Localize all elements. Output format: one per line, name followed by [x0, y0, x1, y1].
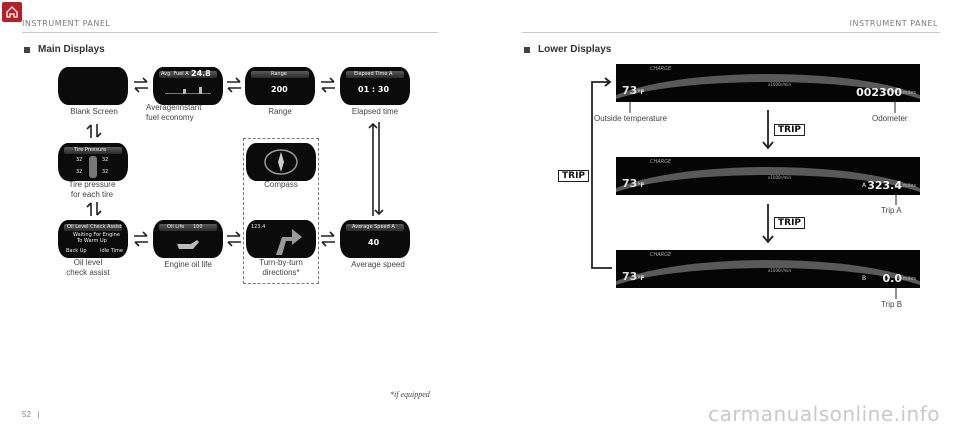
- label-trip-b: Trip B: [881, 300, 903, 309]
- car-outline-icon: [89, 156, 97, 178]
- lower-displays-title: Lower Displays: [524, 44, 611, 55]
- screen-range: Range 200: [245, 67, 315, 105]
- label-turn-by-turn: Turn-by-turn directions*: [259, 258, 303, 277]
- screen-tire-pressure: Tire Pressure 32 32 32 32: [58, 143, 128, 181]
- swap-vertical-arrows-icon: [86, 124, 102, 138]
- header-left: INSTRUMENT PANEL: [22, 19, 111, 28]
- label-range: Range: [268, 107, 292, 116]
- label-oil-level: Oil level check assist: [66, 258, 110, 277]
- turn-arrow-icon: [276, 229, 302, 255]
- screen-compass: [246, 143, 316, 181]
- down-arrow-icon: [762, 110, 774, 150]
- footnote: *if equipped: [390, 390, 430, 399]
- swap-vertical-long-arrows-icon: [368, 122, 384, 216]
- swap-arrows-icon: [134, 231, 148, 247]
- label-avg-fuel: Average/instant fuel economy: [146, 103, 202, 122]
- lower-display-trip-b: CHARGE 73°F x1000r/min B 0.0 miles: [616, 250, 920, 288]
- down-arrow-icon: [762, 204, 774, 244]
- label-compass: Compass: [264, 180, 298, 189]
- trip-button: TRIP: [774, 217, 806, 229]
- label-elapsed: Elapsed time: [351, 107, 399, 116]
- swap-vertical-arrows-icon: [86, 202, 102, 216]
- lower-display-trip-a: CHARGE 73°F x1000r/min A 323.4 miles: [616, 157, 920, 195]
- trip-button: TRIP: [774, 124, 806, 136]
- swap-arrows-icon: [227, 231, 241, 247]
- header-rule-right: [522, 32, 940, 33]
- screen-oil-life: Oil Life 100: [153, 220, 223, 258]
- label-trip-a: Trip A: [881, 206, 902, 215]
- screen-turn-by-turn: 123.4: [246, 220, 316, 258]
- screen-avg-fuel: Avg. Fuel A 24.8: [153, 67, 223, 105]
- label-tire-pressure: Tire pressure for each tire: [68, 180, 116, 199]
- bullet-square-icon: [524, 46, 530, 53]
- home-icon[interactable]: [2, 2, 22, 22]
- label-blank-screen: Blank Screen: [70, 107, 118, 116]
- swap-arrows-icon: [227, 77, 241, 93]
- callout-lines: [629, 100, 897, 299]
- compass-icon: [264, 149, 298, 175]
- label-engine-oil-life: Engine oil life: [164, 260, 212, 269]
- loop-back-arrow-icon: [591, 77, 612, 269]
- lower-display-odometer: CHARGE 73°F x1000r/min 002300 miles: [616, 64, 920, 102]
- screen-elapsed: Elapsed Time A 01 : 30: [340, 67, 410, 105]
- bullet-square-icon: [24, 46, 30, 53]
- screen-average-speed: Average Speed A 40: [340, 220, 410, 258]
- swap-arrows-icon: [134, 77, 148, 93]
- label-average-speed: Average speed: [351, 260, 405, 269]
- header-right: INSTRUMENT PANEL: [849, 19, 938, 28]
- swap-arrows-icon: [321, 231, 335, 247]
- header-rule-left: [22, 32, 438, 33]
- screen-blank: [58, 67, 128, 105]
- page-number: 52 |: [22, 410, 40, 419]
- equipped-option-box: [243, 138, 319, 284]
- main-displays-title: Main Displays: [24, 44, 105, 55]
- swap-arrows-icon: [321, 77, 335, 93]
- label-outside-temperature: Outside temperature: [594, 114, 667, 123]
- watermark: carmanualsonline.info: [708, 402, 940, 426]
- oil-can-icon: [177, 240, 199, 249]
- trip-button: TRIP: [558, 170, 590, 182]
- screen-oil-level-assist: Oil Level Check Assist Waiting For Engin…: [58, 220, 128, 258]
- label-odometer: Odometer: [872, 114, 908, 123]
